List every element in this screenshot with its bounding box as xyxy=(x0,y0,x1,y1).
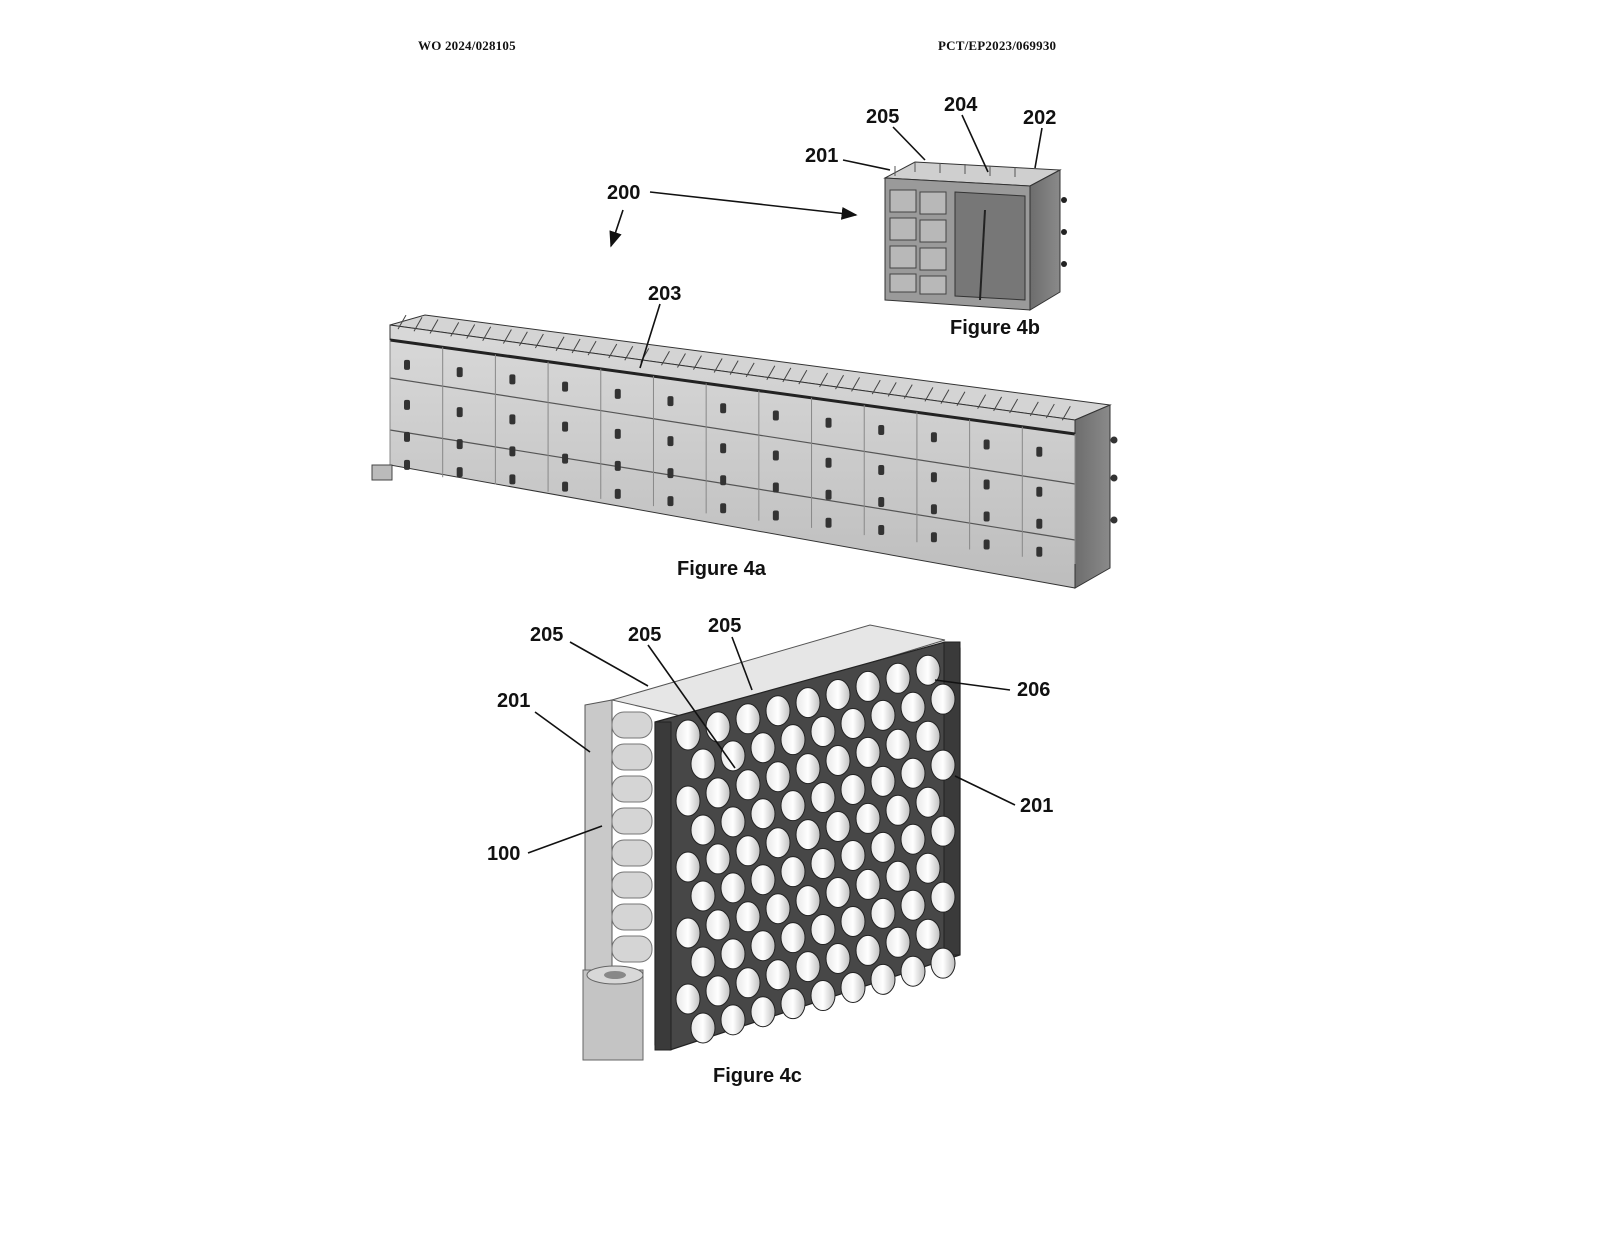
label-200: 200 xyxy=(607,182,640,204)
fig4c-label-205-a: 205 xyxy=(530,624,563,646)
application-number: PCT/EP2023/069930 xyxy=(938,38,1057,53)
figure-4b-caption: Figure 4b xyxy=(950,317,1040,339)
figure-4c-caption: Figure 4c xyxy=(713,1065,802,1087)
publication-number: WO 2024/028105 xyxy=(418,38,516,53)
fig4b-label-205: 205 xyxy=(866,106,899,128)
figure-4a-caption: Figure 4a xyxy=(677,558,767,580)
figure-4a-drawing xyxy=(371,314,1118,589)
figure-4b-drawing xyxy=(883,161,1067,311)
fig4b-label-202: 202 xyxy=(1023,107,1056,129)
fig4c-label-100: 100 xyxy=(487,843,520,865)
fig4b-label-201: 201 xyxy=(805,145,838,167)
fig4b-label-204: 204 xyxy=(944,94,978,116)
fig4a-label-203: 203 xyxy=(648,283,681,305)
fig4c-label-205-c: 205 xyxy=(708,615,741,637)
figure-4c-drawing xyxy=(582,624,961,1061)
fig4c-label-206: 206 xyxy=(1017,679,1050,701)
fig4c-label-201-right: 201 xyxy=(1020,795,1053,817)
fig4c-label-201-left: 201 xyxy=(497,690,530,712)
fig4c-label-205-b: 205 xyxy=(628,624,661,646)
